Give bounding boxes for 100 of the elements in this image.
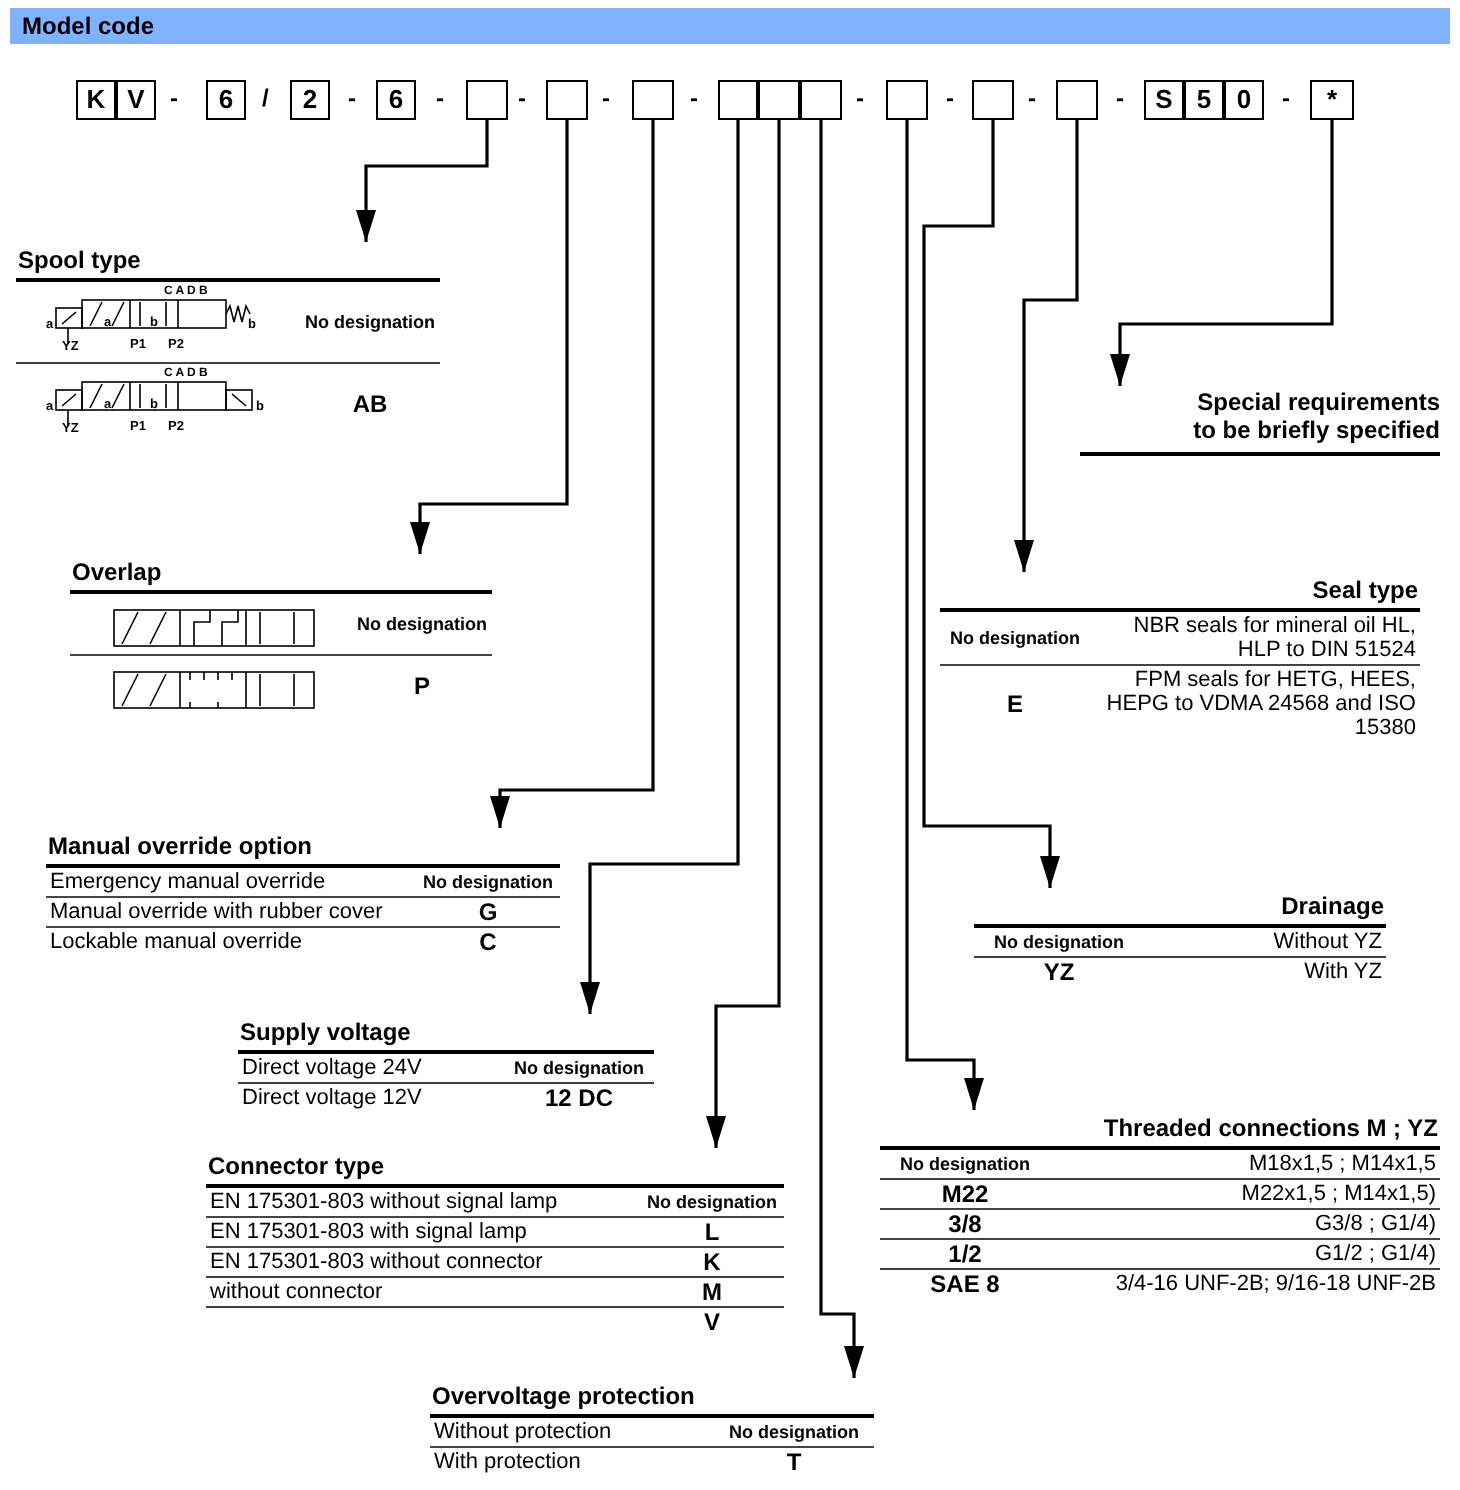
option-description: Direct voltage 24V <box>240 1054 424 1082</box>
option-description: EN 175301-803 with signal lamp <box>208 1218 529 1246</box>
option-table <box>238 1016 654 1112</box>
code-box <box>800 80 842 120</box>
option-code: 3/8 <box>946 1210 984 1238</box>
code-separator: - <box>348 84 356 112</box>
requirement-note: Special requirements to be briefly specified <box>1080 388 1440 456</box>
code-box: 2 <box>290 80 330 120</box>
option-description: M22x1,5 ; M14x1,5) <box>1239 1180 1438 1208</box>
code-box <box>466 80 508 120</box>
option-code: M22 <box>939 1180 991 1208</box>
option-code: AB <box>350 390 390 418</box>
option-code: T <box>784 1448 804 1476</box>
code-separator: - <box>1028 84 1036 112</box>
code-separator: - <box>856 84 864 112</box>
code-box <box>718 80 758 120</box>
code-box <box>546 80 588 120</box>
code-separator: - <box>518 84 526 112</box>
option-code: K <box>701 1248 723 1276</box>
option-code: SAE 8 <box>928 1270 1002 1298</box>
code-box <box>632 80 674 120</box>
option-description: Direct voltage 12V <box>240 1084 424 1112</box>
option-description: M18x1,5 ; M14x1,5 <box>1246 1150 1438 1178</box>
option-code: M <box>700 1278 724 1306</box>
option-code: 1/2 <box>946 1240 984 1268</box>
option-description: NBR seals for mineral oil HL, HLP to DIN 51524 <box>1131 612 1418 664</box>
option-code: C <box>477 928 499 956</box>
code-box <box>886 80 928 120</box>
option-code: No designation <box>645 1192 779 1212</box>
option-code: No designation <box>992 932 1126 952</box>
table-heading: Supply voltage <box>238 1016 654 1054</box>
option-table <box>974 890 1386 986</box>
table-heading: Connector type <box>206 1150 784 1188</box>
option-code: No designation <box>303 312 437 332</box>
option-description: G1/2 ; G1/4) <box>1312 1240 1438 1268</box>
option-code: L <box>702 1218 722 1246</box>
code-separator: - <box>602 84 610 112</box>
arrow <box>580 120 740 1014</box>
option-table <box>46 830 560 956</box>
code-separator: - <box>690 84 698 112</box>
code-box: K <box>76 80 116 120</box>
option-code: No designation <box>948 628 1082 648</box>
code-box: * <box>1310 80 1354 120</box>
option-code: 12 DC <box>542 1084 616 1112</box>
code-separator: / <box>262 84 269 112</box>
code-separator: - <box>1282 84 1290 112</box>
option-code: E <box>1004 690 1025 718</box>
code-separator: - <box>436 84 444 112</box>
arrow <box>490 120 655 828</box>
code-separator: - <box>1116 84 1124 112</box>
code-separator: - <box>946 84 954 112</box>
option-code: YZ <box>1041 958 1077 986</box>
option-code: No designation <box>355 614 489 634</box>
option-table <box>880 1112 1440 1298</box>
option-description: G3/8 ; G1/4) <box>1312 1210 1438 1238</box>
option-description: FPM seals for HETG, HEES, HEPG to VDMA 24568 and ISO 15380 <box>1104 666 1418 742</box>
option-description: Manual override with rubber cover <box>48 898 385 926</box>
code-box: S <box>1144 80 1184 120</box>
arrow <box>905 120 984 1110</box>
option-description: without connector <box>208 1278 385 1306</box>
code-box: 5 <box>1184 80 1224 120</box>
code-box: 6 <box>376 80 416 120</box>
code-box <box>1056 80 1098 120</box>
option-code: G <box>476 898 500 926</box>
code-separator: - <box>170 84 178 112</box>
code-box <box>972 80 1014 120</box>
option-description: Lockable manual override <box>48 928 304 956</box>
arrow <box>410 120 569 554</box>
table-heading: Drainage <box>974 890 1386 928</box>
option-description: Without YZ <box>1271 928 1384 956</box>
option-description: EN 175301-803 without connector <box>208 1248 545 1276</box>
arrow <box>706 120 781 1148</box>
option-table <box>430 1380 874 1476</box>
arrow <box>819 120 864 1378</box>
code-box <box>758 80 800 120</box>
table-heading: Spool type <box>16 244 440 282</box>
arrow <box>1014 120 1079 572</box>
option-description: EN 175301-803 without signal lamp <box>208 1188 560 1216</box>
option-code: V <box>701 1308 722 1336</box>
table-heading: Manual override option <box>46 830 560 868</box>
option-description: 3/4-16 UNF-2B; 9/16-18 UNF-2B <box>1113 1270 1438 1298</box>
option-code: P <box>411 672 432 700</box>
arrow <box>356 120 489 242</box>
option-code: No designation <box>898 1154 1032 1174</box>
option-description: Without protection <box>432 1418 614 1446</box>
title-bar: Model code <box>10 8 1450 44</box>
code-box: V <box>116 80 156 120</box>
arrow <box>1110 120 1334 386</box>
code-box: 6 <box>206 80 246 120</box>
code-box: 0 <box>1224 80 1264 120</box>
option-description: With YZ <box>1302 958 1384 986</box>
table-heading: Overvoltage protection <box>430 1380 874 1418</box>
option-description: Emergency manual override <box>48 868 328 896</box>
table-heading: Overlap <box>70 556 492 594</box>
arrow <box>922 120 1060 888</box>
option-code: No designation <box>421 872 555 892</box>
option-description: With protection <box>432 1448 583 1476</box>
option-code: No designation <box>512 1058 646 1078</box>
table-heading: Threaded connections M ; YZ <box>880 1112 1440 1150</box>
option-code: No designation <box>727 1422 861 1442</box>
